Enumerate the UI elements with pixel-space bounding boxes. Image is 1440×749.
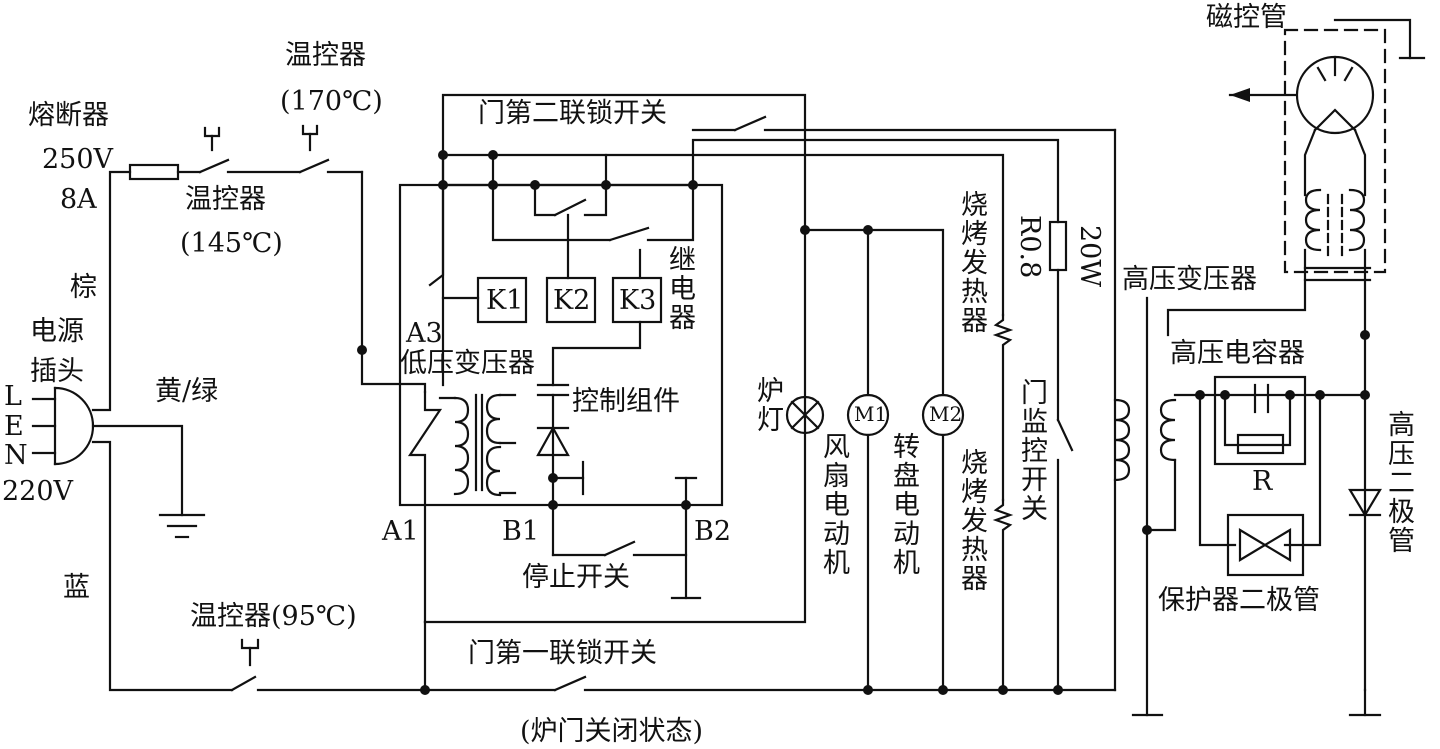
fan-motor-label: 风扇电动机 xyxy=(818,432,849,577)
k3-label: K3 xyxy=(619,285,657,316)
fuse-label: 熔断器 xyxy=(28,100,109,131)
relay-label: 继电器 xyxy=(664,245,695,332)
k1-label: K1 xyxy=(486,285,524,316)
relay-k2 xyxy=(545,276,597,324)
protector-diode-box xyxy=(1226,513,1305,577)
hv-capacitor-label: 高压电容器 xyxy=(1170,338,1305,369)
thermostat-170-switch xyxy=(298,124,364,174)
oven-lamp-label: 炉灯 xyxy=(752,376,783,434)
thermostat-145-label: 温控器 xyxy=(185,184,266,215)
grill-heater-2-symbol xyxy=(992,498,1014,692)
pin-n-label: N xyxy=(4,440,28,471)
door-interlock-2 xyxy=(691,115,1117,692)
blue-wire-label: 蓝 xyxy=(63,572,90,603)
resistor-r xyxy=(1236,433,1285,455)
junction-dots xyxy=(357,150,1370,695)
grill-heater-2-label: 烧烤发热器 xyxy=(956,448,987,593)
hv-transformer xyxy=(1303,188,1372,282)
fuse-current-label: 8A xyxy=(60,184,97,215)
relay-k3 xyxy=(611,276,663,324)
ground-symbol xyxy=(158,513,206,539)
door-interlock-2-label: 门第二联锁开关 xyxy=(478,98,667,129)
oven-lamp-symbol xyxy=(785,395,825,435)
door-monitor-switch-label: 门监控开关 xyxy=(1016,378,1047,523)
power-plug-label: 电源 xyxy=(30,316,84,347)
resistor-r-label: R xyxy=(1252,466,1273,497)
protector-diode-symbol xyxy=(1238,528,1292,562)
thermostat-170-temp: (170℃) xyxy=(280,86,383,117)
resistor-value-label: R0.8 xyxy=(1014,215,1045,279)
m1-label: M1 xyxy=(854,402,888,426)
magnetron-label: 磁控管 xyxy=(1206,2,1287,33)
a3-label: A3 xyxy=(406,318,443,349)
control-module-label: 控制组件 xyxy=(572,386,680,417)
door-interlock-1-label: 门第一联锁开关 xyxy=(468,638,657,669)
pin-l-label: L xyxy=(4,381,22,412)
hv-secondary-coil xyxy=(1159,398,1177,462)
magnetron-symbol xyxy=(1228,18,1426,274)
k2-label: K2 xyxy=(553,285,591,316)
hv-diode-label: 高压二极管 xyxy=(1383,410,1414,555)
b2-label: B2 xyxy=(694,516,732,547)
brown-wire-label: 棕 xyxy=(70,272,97,303)
pin-e-label: E xyxy=(4,411,24,442)
mains-wiring xyxy=(91,170,234,692)
hv-primary-coil xyxy=(1113,398,1131,482)
a1-label: A1 xyxy=(382,516,419,547)
grill-heater-1-label: 烧烤发热器 xyxy=(956,190,987,335)
door-closed-state-label: (炉门关闭状态) xyxy=(520,716,704,747)
thermostat-145-temp: (145℃) xyxy=(180,228,283,259)
mains-voltage-label: 220V xyxy=(2,476,74,507)
fuse-voltage-label: 250V xyxy=(42,144,114,175)
power-plug xyxy=(31,386,95,466)
resistor-power-label: 20W xyxy=(1074,225,1105,288)
thermostat-145-switch xyxy=(198,126,302,174)
yellow-green-label: 黄/绿 xyxy=(155,376,219,407)
b1-label: B1 xyxy=(502,516,540,547)
thermostat-170-label: 温控器 xyxy=(285,40,366,71)
turntable-motor-label: 转盘电动机 xyxy=(888,432,919,577)
m2-label: M2 xyxy=(929,402,963,426)
grill-heater-1-symbol xyxy=(992,313,1014,502)
hv-transformer-label: 高压变压器 xyxy=(1122,264,1257,295)
hv-diode-symbol xyxy=(1348,488,1382,518)
power-plug-label-2: 插头 xyxy=(30,356,84,387)
relay-k1 xyxy=(476,276,528,324)
fuse-symbol xyxy=(128,163,180,181)
low-voltage-transformer xyxy=(407,390,517,624)
protector-diode-label: 保护器二极管 xyxy=(1158,585,1320,616)
hv-capacitor-box xyxy=(1213,375,1307,466)
stop-switch-label: 停止开关 xyxy=(522,562,630,593)
resistor-r08 xyxy=(1048,220,1068,272)
lv-transformer-label: 低压变压器 xyxy=(400,348,535,379)
thermostat-95-label: 温控器(95℃) xyxy=(190,601,357,632)
